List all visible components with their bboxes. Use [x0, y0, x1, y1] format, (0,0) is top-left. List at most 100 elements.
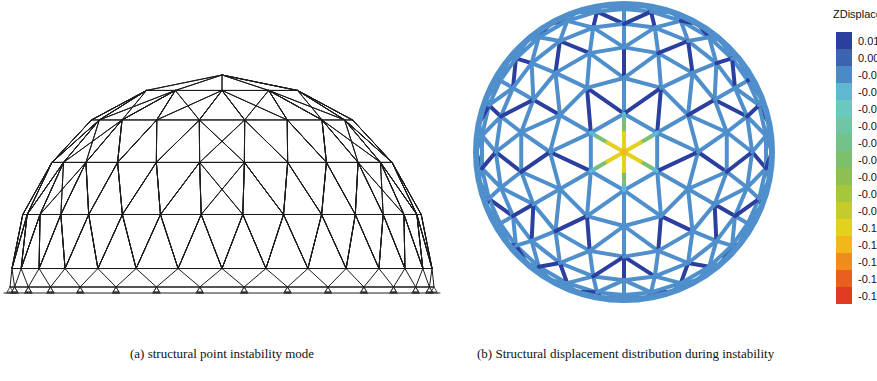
grid-member [555, 231, 559, 263]
support-symbol [24, 287, 32, 293]
grid-member [732, 58, 735, 88]
dome-member [98, 214, 123, 268]
dome-member [156, 120, 199, 162]
dome-member [405, 268, 423, 269]
dome-member [23, 162, 52, 214]
dome-member [392, 162, 421, 214]
dome-column [416, 269, 423, 287]
dome-member [178, 214, 201, 268]
dome-member [86, 120, 122, 162]
dome-member [346, 214, 355, 268]
dome-member [358, 162, 383, 214]
colorbar-swatch [836, 219, 852, 236]
dome-member [355, 214, 379, 268]
dome-member [358, 162, 383, 214]
dome-member [358, 162, 383, 214]
dome-member [200, 162, 202, 214]
dome-member [322, 214, 347, 268]
dome-member [287, 120, 288, 162]
dome-member [322, 120, 326, 162]
dome-member [156, 120, 199, 162]
dome-member [199, 120, 244, 162]
dome-member [322, 120, 358, 162]
dome-member [222, 214, 243, 268]
grid-member [532, 204, 534, 241]
dome-member [200, 162, 243, 214]
dome-column [222, 269, 244, 287]
dome-member [39, 214, 61, 268]
dome-column [288, 269, 308, 287]
dome-member [308, 214, 322, 268]
grid-member [688, 73, 692, 115]
dome-member [86, 162, 89, 214]
dome-member [222, 90, 245, 120]
grid-member [624, 276, 655, 280]
dome-member [27, 162, 63, 214]
dome-member [52, 162, 64, 163]
dome-member [122, 119, 157, 120]
dome-member [89, 162, 118, 214]
dome-member [199, 120, 244, 162]
dome-member [222, 268, 266, 269]
dome-member [61, 162, 86, 214]
colorbar-tick: -0.04 [858, 120, 877, 132]
grid-member [709, 37, 716, 63]
dome-member [243, 162, 245, 214]
dome-member [244, 162, 283, 214]
dome-member [160, 214, 178, 268]
dome-member [118, 120, 157, 162]
dome-member [243, 214, 266, 268]
dome-member [122, 214, 136, 268]
dome-member [199, 119, 244, 120]
dome-member [298, 90, 345, 120]
grid-member [513, 204, 533, 216]
dome-member [201, 162, 244, 214]
dome-member [383, 214, 405, 268]
grid-member [661, 73, 693, 88]
grid-member [593, 28, 624, 48]
dome-member [244, 120, 245, 162]
dome-member [269, 90, 288, 120]
grid-member [567, 276, 593, 283]
grid-member [496, 152, 501, 188]
grid-member [560, 171, 591, 189]
grid-member [655, 28, 658, 54]
grid-member [657, 115, 688, 133]
dome-member [353, 120, 393, 162]
grid-member [658, 53, 661, 88]
dome-member [284, 214, 308, 268]
dome-member [156, 120, 157, 162]
grid-member [489, 188, 501, 199]
support-symbol [284, 287, 292, 293]
grid-member [500, 216, 513, 223]
dome-member [380, 162, 404, 214]
grid-member [688, 41, 692, 73]
dome-member [269, 90, 322, 120]
dome-member [243, 162, 245, 214]
dome-member [298, 90, 353, 120]
grid-member [587, 216, 624, 226]
grid-member [655, 263, 688, 276]
grid-member [519, 132, 523, 172]
grid-member [622, 190, 626, 226]
dome-member [404, 214, 417, 215]
dome-member [345, 120, 381, 162]
dome-member [379, 214, 383, 268]
grid-member [716, 58, 732, 63]
dome-member [12, 214, 23, 268]
dome-member [178, 268, 222, 269]
grid-member [590, 251, 624, 257]
dome-member [122, 162, 156, 214]
support-symbol [284, 287, 292, 293]
dome-member [403, 214, 405, 268]
dome-member [298, 90, 345, 120]
grid-member [715, 88, 735, 100]
grid-member [560, 115, 591, 133]
dome-member [284, 214, 308, 268]
dome-member [122, 214, 136, 268]
dome-member [98, 268, 136, 269]
grid-member [735, 88, 747, 117]
dome-member [12, 214, 23, 268]
dome-member [380, 162, 392, 163]
dome-member [12, 214, 27, 268]
